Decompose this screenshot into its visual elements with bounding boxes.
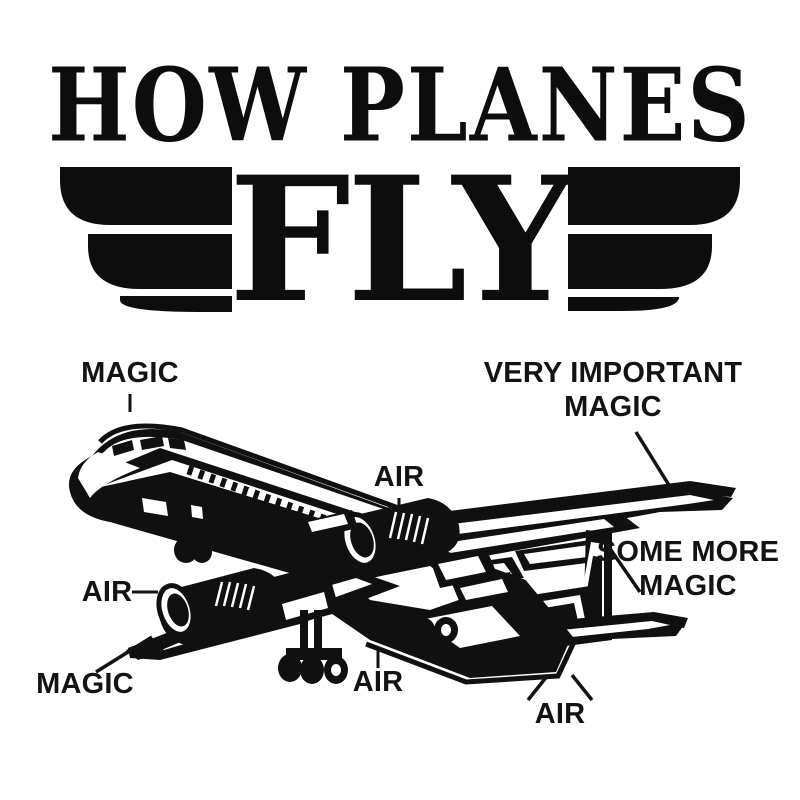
rear-gear-wheel-1 bbox=[393, 616, 415, 640]
main-gear-strut bbox=[300, 610, 308, 658]
main-gear-wheel-1 bbox=[278, 654, 302, 682]
near-engine-pylon-cut bbox=[308, 514, 348, 532]
title-line-1-text: HOW PLANES bbox=[48, 48, 752, 166]
cabin-window bbox=[230, 481, 239, 492]
cabin-window bbox=[263, 493, 272, 504]
right-wing-flap-1-cut bbox=[524, 544, 604, 564]
callout-magic-left-wingtip[interactable]: MAGIC bbox=[36, 635, 153, 700]
callout-some-more-magic-line-2: MAGIC bbox=[639, 570, 737, 602]
right-wing-highlight bbox=[395, 495, 714, 541]
wing-left-bar-3e bbox=[121, 297, 232, 311]
callout-air-far-engine-label: AIR bbox=[82, 576, 133, 608]
main-gear-axle bbox=[286, 648, 342, 660]
cabin-window bbox=[241, 485, 250, 496]
cabin-window bbox=[274, 497, 283, 508]
nose-gear-wheel-2 bbox=[192, 541, 212, 563]
callout-very-important-magic-leader bbox=[634, 431, 674, 491]
fuselage-outline-top bbox=[98, 423, 405, 513]
cabin-window bbox=[285, 501, 294, 512]
nose-gear-door-cut bbox=[191, 505, 203, 519]
rear-landing-gear bbox=[393, 616, 458, 643]
cabin-window bbox=[252, 489, 261, 500]
nose-gear-bay-cut bbox=[142, 498, 168, 516]
far-engine-pylon bbox=[262, 566, 326, 598]
cabin-window bbox=[186, 465, 195, 476]
callout-magic-nose-label: MAGIC bbox=[81, 357, 179, 389]
title-line-2-text: FLY bbox=[229, 138, 578, 341]
cabin-window bbox=[307, 509, 316, 520]
callout-some-more-magic[interactable]: SOME MORE MAGIC bbox=[597, 536, 779, 602]
right-wing-inner-panel-cut bbox=[412, 519, 614, 553]
near-engine-nacelle bbox=[300, 498, 460, 574]
callout-air-tailplane-leader-right bbox=[570, 673, 594, 702]
wing-right-bar-3 bbox=[568, 297, 679, 311]
wing-left-bar-2 bbox=[88, 234, 232, 289]
callout-very-important-magic[interactable]: VERY IMPORTANT MAGIC bbox=[484, 357, 743, 491]
title-wing-left bbox=[60, 167, 232, 312]
cabin-window bbox=[296, 505, 305, 516]
callout-air-tailplane[interactable]: AIR bbox=[526, 673, 594, 730]
main-gear-strut-2 bbox=[314, 610, 322, 658]
title-line-2: FLY bbox=[229, 138, 582, 341]
far-engine-hatching bbox=[214, 581, 256, 611]
callout-air-landing-gear-label: AIR bbox=[353, 666, 404, 698]
wing-root-detail bbox=[430, 548, 520, 608]
title-wing-right bbox=[568, 167, 740, 311]
callout-very-important-magic-line-1: VERY IMPORTANT bbox=[484, 357, 743, 389]
callout-some-more-magic-leader bbox=[602, 539, 642, 593]
far-engine-nacelle bbox=[156, 566, 326, 646]
wing-left-bar-1 bbox=[60, 167, 232, 225]
callout-air-landing-gear[interactable]: AIR bbox=[353, 649, 404, 698]
wing-root-brace-cut bbox=[460, 579, 508, 600]
nose-landing-gear bbox=[134, 492, 212, 563]
cockpit-windows bbox=[112, 436, 186, 456]
main-gear-bay-cut bbox=[282, 592, 328, 620]
main-gear-wheel-3-hub bbox=[331, 664, 341, 676]
near-engine-hatching bbox=[388, 511, 430, 545]
main-landing-gear bbox=[272, 584, 348, 684]
rear-gear-wheel-2 bbox=[413, 618, 435, 642]
fuselage-nose-highlight bbox=[78, 452, 140, 498]
cabin-window bbox=[219, 477, 228, 488]
main-gear-wheel-2 bbox=[300, 656, 324, 684]
wing-right-bar-2 bbox=[568, 234, 712, 289]
rear-gear-wheel-3-hub bbox=[441, 624, 451, 636]
callout-magic-left-wingtip-leader bbox=[95, 635, 153, 674]
callout-some-more-magic-line-1: SOME MORE bbox=[597, 536, 779, 568]
wing-root-panel-cut bbox=[438, 556, 486, 580]
nose-gear-strut bbox=[172, 504, 186, 540]
callout-air-tailplane-label: AIR bbox=[535, 698, 586, 730]
title-line-1: HOW PLANES bbox=[48, 48, 752, 166]
callout-air-upper-engine[interactable]: AIR bbox=[374, 461, 425, 516]
far-engine-intake-inner bbox=[167, 593, 189, 627]
cabin-window bbox=[208, 473, 217, 484]
nose-gear-wheel bbox=[174, 537, 198, 563]
near-engine-intake-inner bbox=[350, 522, 374, 558]
callout-air-upper-engine-label: AIR bbox=[374, 461, 425, 493]
callout-magic-left-wingtip-label: MAGIC bbox=[36, 668, 134, 700]
cockpit-window-2 bbox=[140, 436, 164, 450]
wing-right-bar-1 bbox=[568, 167, 740, 225]
callout-air-tailplane-leader-left bbox=[526, 673, 550, 702]
cockpit-window-1 bbox=[112, 440, 134, 456]
cabin-window bbox=[197, 469, 206, 480]
callout-air-far-engine[interactable]: AIR bbox=[82, 576, 158, 608]
airplane-illustration bbox=[68, 423, 736, 685]
callout-magic-nose[interactable]: MAGIC bbox=[81, 357, 179, 412]
callout-very-important-magic-line-2: MAGIC bbox=[564, 391, 662, 423]
cockpit-window-3 bbox=[168, 438, 186, 450]
